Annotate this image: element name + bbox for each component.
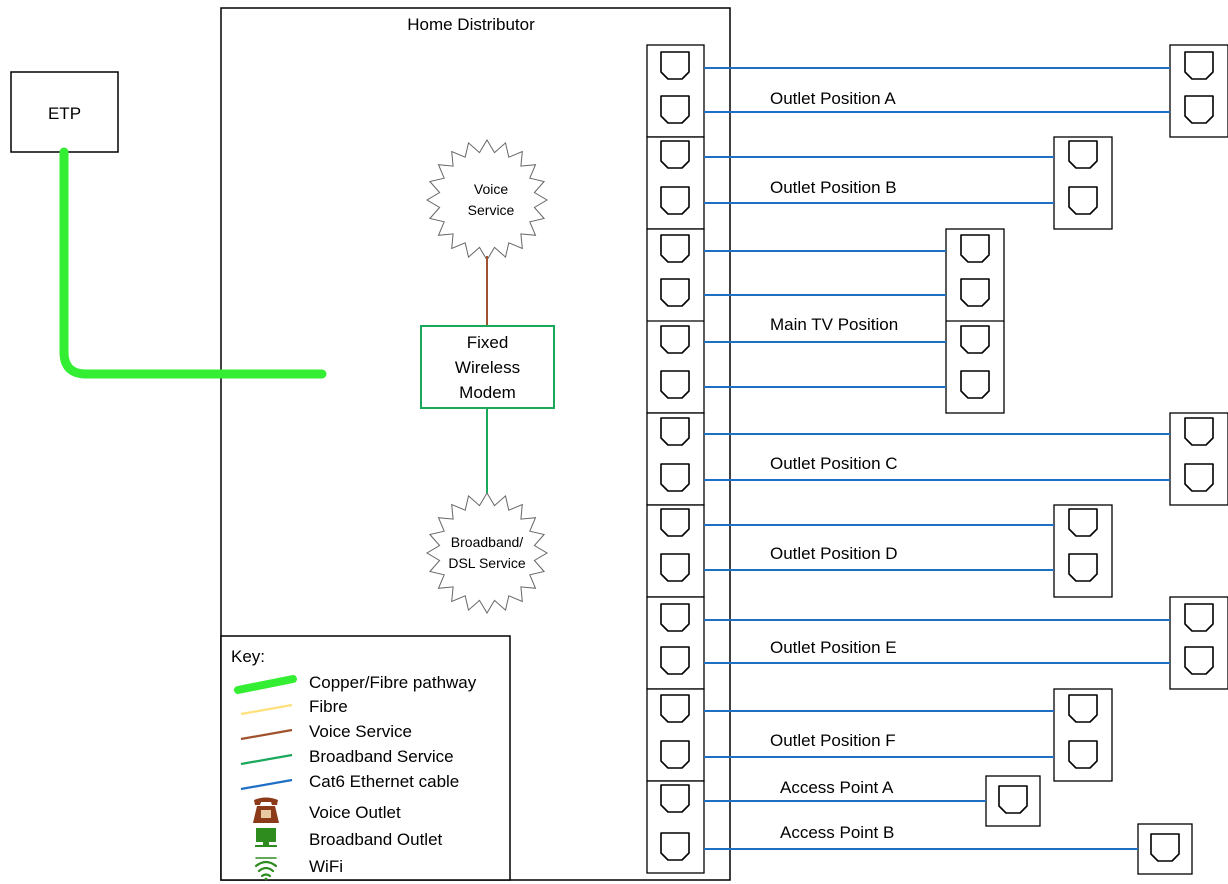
monitor-icon: [255, 828, 277, 847]
broadband-service-line-1: Broadband/: [451, 534, 524, 550]
phone-icon: [253, 797, 279, 823]
broadband-service-line-2: DSL Service: [448, 555, 526, 571]
modem-label-line-3: Modem: [459, 383, 516, 402]
outlet-layer: Outlet Position A Outlet Position B Main T…: [646, 44, 1228, 875]
fixed-wireless-modem: [420, 325, 555, 409]
key-label-fibre: Fibre: [309, 697, 348, 716]
wall-outlet-plate: [1169, 596, 1228, 690]
patch-panel-block: [646, 504, 705, 598]
wifi-icon: [254, 857, 278, 881]
patch-panel-block: [646, 44, 705, 138]
key-swatch-ethernet: [240, 778, 293, 791]
access-point-plate: [1137, 823, 1193, 875]
key-label-broadband: Broadband Service: [309, 747, 454, 766]
patch-panel-block: [646, 412, 705, 506]
wall-outlet-plate: [1053, 136, 1113, 230]
access-point-plate: [985, 775, 1041, 827]
outlet-group-label: Outlet Position F: [770, 731, 896, 750]
outlet-group-label: Outlet Position A: [770, 89, 896, 108]
outlet-group-label: Outlet Position E: [770, 638, 897, 657]
outlet-group-label: Outlet Position D: [770, 544, 898, 563]
key-label-broadband-outlet: Broadband Outlet: [309, 830, 443, 849]
patch-panel-block: [646, 136, 705, 230]
voice-service-line-1: Voice: [474, 181, 508, 197]
wall-outlet-plate: [1053, 688, 1113, 782]
etp-label: ETP: [48, 104, 81, 123]
voice-service-line-2: Service: [468, 202, 515, 218]
key-label-wifi: WiFi: [309, 857, 343, 876]
modem-label-line-1: Fixed: [467, 333, 509, 352]
modem-label-line-2: Wireless: [455, 358, 520, 377]
home-distributor-title: Home Distributor: [407, 15, 535, 34]
patch-panel-block: [646, 780, 705, 874]
patch-panel-block: [646, 596, 705, 690]
key-swatch-broadband: [240, 753, 293, 766]
outlet-group-label: Main TV Position: [770, 315, 898, 334]
key-swatch-copper-fibre: [234, 675, 297, 694]
key-swatch-voice: [240, 728, 293, 741]
key-title: Key:: [231, 647, 265, 666]
key-label-copper-fibre: Copper/Fibre pathway: [309, 673, 477, 692]
key-label-voice-outlet: Voice Outlet: [309, 803, 401, 822]
patch-panel-block: [646, 688, 705, 782]
etp-box: [10, 71, 119, 153]
access-point-label: Access Point B: [780, 823, 894, 842]
copper-fibre-pathway: [59, 147, 327, 379]
key-label-voice: Voice Service: [309, 722, 412, 741]
wall-outlet-plate: [1169, 412, 1228, 506]
wall-outlet-plate: [1053, 504, 1113, 598]
wall-outlet-plate: [1169, 44, 1228, 138]
access-point-label: Access Point A: [780, 778, 894, 797]
key-label-ethernet: Cat6 Ethernet cable: [309, 772, 459, 791]
outlet-group-label: Outlet Position C: [770, 454, 898, 473]
broadband-service-burst: [426, 492, 548, 614]
key-swatch-fibre: [240, 703, 293, 716]
outlet-group-label: Outlet Position B: [770, 178, 897, 197]
